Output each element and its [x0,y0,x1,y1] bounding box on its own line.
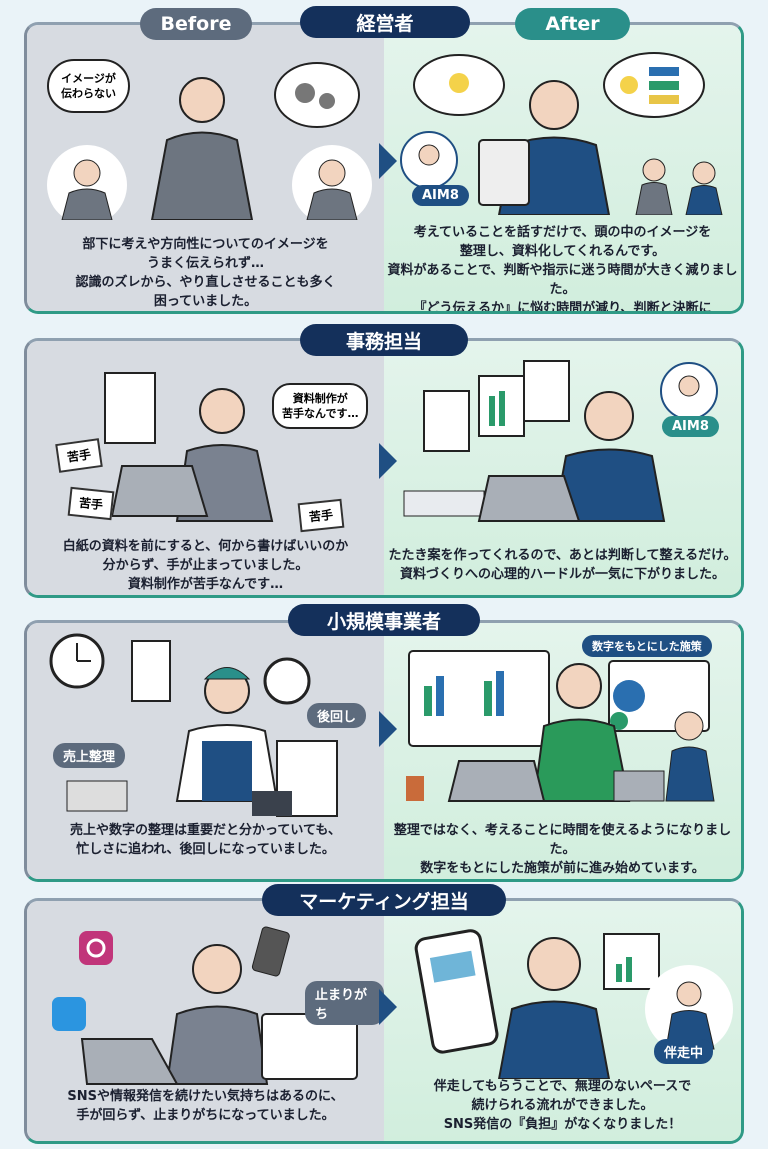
busy-owner-illustration [49,633,338,817]
arrow-icon [379,143,397,179]
arrow-icon [379,989,397,1025]
after-description: 考えていることを話すだけで、頭の中のイメージを 整理し、資料化してくれるんです。… [387,225,738,314]
instagram-icon [79,931,113,965]
before-description: 白紙の資料を前にすると、何から書けばいいのか 分からず、手が止まっていました。 … [62,539,349,592]
before-panel: 売上整理 後回し 売上や数字の整理は重要だと分かっていても、 忙しさに追われ、後… [27,623,384,879]
after-label: After [515,8,630,40]
before-panel: イメージが 伝わらない 部下に考えや方向性についてのイメージを うまく伝えられず… [27,25,384,311]
aim8-badge: AIM8 [662,416,719,437]
section-title: 経営者 [300,6,470,38]
after-panel: 数字をもとにした施策 整理ではなく、考えることに時間を使えるようになりました。 … [384,623,741,879]
data-driven-owner-illustration [406,650,715,802]
after-panel: AIM8 たたき案を作ってくれるので、あとは判断して整えるだけ。 資料づくりへの… [384,341,741,595]
productive-staff-illustration [403,360,718,522]
section-small-business: 売上整理 後回し 売上や数字の整理は重要だと分かっていても、 忙しさに追われ、後… [24,620,744,882]
paper-label: 苦手 [297,498,345,533]
section-executive: イメージが 伝わらない 部下に考えや方向性についてのイメージを うまく伝えられず… [24,22,744,314]
before-panel: 止まりがち SNSや情報発信を続けたい気持ちはあるのに、 手が回らず、止まりがち… [27,901,384,1141]
after-panel: AIM8 考えていることを話すだけで、頭の中のイメージを 整理し、資料化してくれ… [384,25,741,311]
worried-executive-illustration [47,62,372,220]
section-office-staff: 資料制作が 苦手なんです… 苦手 苦手 苦手 白紙の資料を前にすると、何から書け… [24,338,744,598]
twitter-icon [52,997,86,1031]
section-title: マーケティング担当 [262,884,506,916]
after-panel: 伴走中 伴走してもらうことで、無理のないペースで 続けられる流れができました。 … [384,901,741,1141]
speech-bubble: 資料制作が 苦手なんです… [272,383,369,429]
stalled-tag: 止まりがち [305,981,384,1025]
arrow-icon [379,443,397,479]
before-description: 部下に考えや方向性についてのイメージを うまく伝えられず… 認識のズレから、やり… [75,237,336,309]
speech-bubble: イメージが 伝わらない [47,59,130,113]
before-label: Before [140,8,252,40]
after-description: 整理ではなく、考えることに時間を使えるようになりました。 数字をもとにした施策が… [393,823,732,876]
section-title: 小規模事業者 [288,604,480,636]
section-marketing: 止まりがち SNSや情報発信を続けたい気持ちはあるのに、 手が回らず、止まりがち… [24,898,744,1144]
confident-executive-illustration [400,52,723,215]
before-description: SNSや情報発信を続けたい気持ちはあるのに、 手が回らず、止まりがちになっていま… [67,1089,344,1123]
section-title: 事務担当 [300,324,468,356]
arrow-icon [379,711,397,747]
paper-label: 苦手 [55,438,103,473]
before-description: 売上や数字の整理は重要だと分かっていても、 忙しさに追われ、後回しになっていまし… [70,823,341,857]
after-description: たたき案を作ってくれるので、あとは判断して整えるだけ。 資料づくりへの心理的ハー… [388,548,737,582]
sales-tag: 売上整理 [53,743,126,768]
supported-marketer-illustration [414,929,733,1079]
postponed-tag: 後回し [307,703,367,728]
strategy-tag: 数字をもとにした施策 [582,635,712,657]
overwhelmed-marketer-illustration [52,926,358,1085]
before-panel: 資料制作が 苦手なんです… 苦手 苦手 苦手 白紙の資料を前にすると、何から書け… [27,341,384,595]
after-description: 伴走してもらうことで、無理のないペースで 続けられる流れができました。 SNS発… [433,1079,692,1132]
accompanying-tag: 伴走中 [654,1039,714,1064]
struggling-staff-illustration [104,372,274,522]
paper-label: 苦手 [67,486,115,521]
aim8-badge: AIM8 [412,185,469,206]
